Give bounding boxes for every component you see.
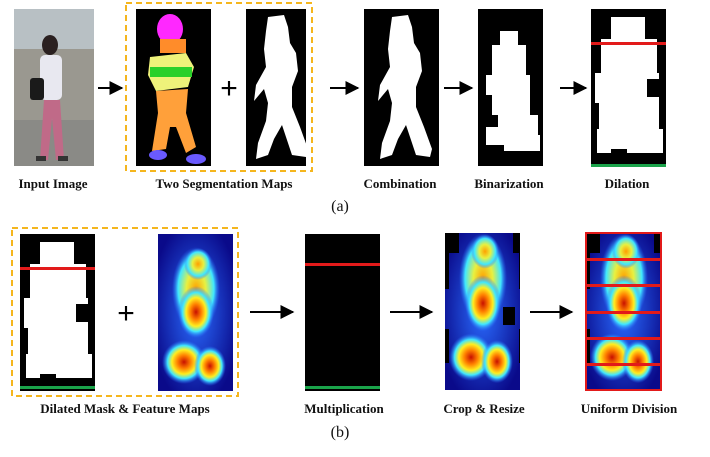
panel-label-a: (a)	[331, 198, 349, 215]
label-crop-resize: Crop & Resize	[443, 401, 525, 416]
division-line	[586, 284, 661, 287]
binary-segmentation-map	[246, 9, 308, 166]
feature-heatmap	[158, 234, 233, 391]
dilated-mask	[20, 234, 95, 391]
binarization-map	[478, 9, 543, 166]
uniform-division-map	[585, 232, 662, 391]
bottom-boundary-line	[591, 164, 666, 167]
multiplication-map	[305, 234, 380, 391]
top-boundary-line	[591, 42, 666, 45]
combination-map	[364, 9, 439, 166]
label-dilation: Dilation	[604, 176, 650, 191]
mask-feature-group-box	[11, 227, 239, 397]
segmentation-group-box	[125, 2, 313, 172]
input-image	[14, 9, 94, 166]
label-two-segmentation-maps: Two Segmentation Maps	[155, 176, 293, 191]
semantic-segmentation-map	[136, 9, 211, 166]
plus-sign-a: +	[220, 72, 238, 105]
label-combination: Combination	[363, 176, 437, 191]
label-multiplication: Multiplication	[304, 401, 384, 416]
label-input-image: Input Image	[18, 176, 88, 191]
label-uniform-division: Uniform Division	[580, 401, 678, 416]
division-line	[586, 258, 661, 261]
division-line	[586, 337, 661, 340]
plus-sign-b: +	[117, 297, 135, 330]
panel-label-b: (b)	[330, 424, 350, 441]
crop-resize-map	[445, 233, 520, 390]
label-binarization: Binarization	[474, 176, 544, 191]
division-line	[586, 363, 661, 366]
dilation-map	[591, 9, 666, 167]
division-lines	[586, 258, 661, 366]
division-line	[586, 311, 661, 314]
label-dilated-mask-feature-maps: Dilated Mask & Feature Maps	[40, 401, 210, 416]
